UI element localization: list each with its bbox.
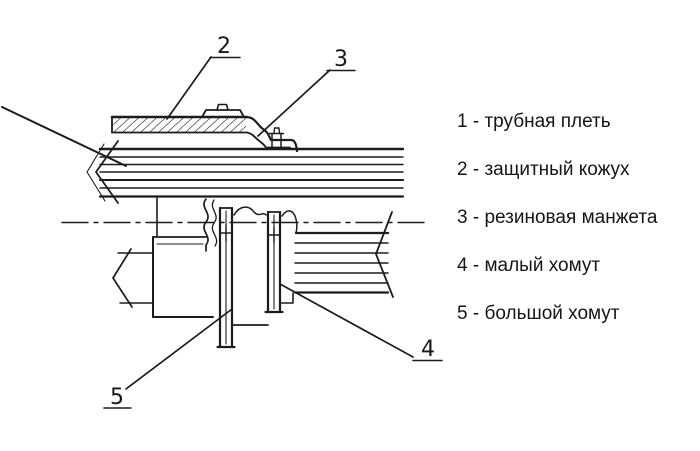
callout-number-2: 2 (217, 34, 231, 59)
legend-item-4: 4 - малый хомут (457, 255, 601, 276)
leader-line-4 (279, 283, 414, 358)
legend-item-1: 1 - трубная плеть (457, 111, 611, 132)
callout-number-5: 5 (110, 385, 124, 410)
legend-item-2: 2 - защитный кожух (457, 159, 630, 180)
leader-line-pipe (1, 106, 127, 167)
lower-pipe (293, 211, 394, 298)
callouts: 2 3 4 5 (103, 34, 443, 410)
rubber-cuff (245, 115, 299, 153)
clamp-large (216, 206, 236, 349)
bell-contours (231, 206, 298, 326)
clamp-small (264, 210, 284, 314)
pipe-break-lower-left (112, 248, 133, 308)
pipe-break-left (95, 140, 119, 204)
callout-number-3: 3 (334, 47, 348, 72)
protective-casing (110, 103, 249, 134)
legend-item-3: 3 - резиновая манжета (457, 207, 658, 228)
leader-line-2 (166, 56, 212, 120)
legend-item-5: 5 - большой хомут (457, 303, 620, 324)
leader-line-5 (125, 308, 233, 390)
upper-pipe (86, 140, 405, 204)
leader-line-3 (257, 69, 331, 137)
callout-number-4: 4 (421, 337, 435, 362)
legend: 1 - трубная плеть 2 - защитный кожух 3 -… (457, 110, 697, 350)
socket-bell (112, 197, 218, 318)
pipe-break-right (375, 211, 394, 298)
